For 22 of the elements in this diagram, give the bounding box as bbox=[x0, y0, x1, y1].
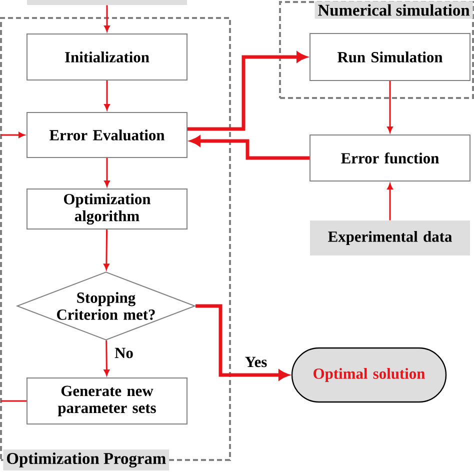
arrow bbox=[190, 136, 310, 160]
process-box: Error Evaluation bbox=[26, 112, 188, 158]
arrow bbox=[387, 183, 393, 220]
process-box: Run Simulation bbox=[310, 33, 470, 81]
process-box: Initialization bbox=[26, 34, 188, 80]
data-box: Experimental data bbox=[310, 220, 470, 256]
arrow bbox=[104, 340, 110, 376]
terminal-box: Optimal solution bbox=[291, 347, 447, 403]
arrow bbox=[1, 132, 25, 138]
arrow bbox=[387, 81, 393, 133]
arrow bbox=[196, 304, 289, 380]
input-box bbox=[27, 0, 187, 5]
process-box: Error function bbox=[310, 134, 470, 182]
arrow bbox=[188, 52, 307, 131]
edge-label: No bbox=[114, 346, 134, 360]
process-box: Generate new parameter sets bbox=[26, 378, 188, 424]
arrow bbox=[104, 230, 110, 270]
arrow bbox=[104, 158, 110, 187]
arrow bbox=[104, 80, 110, 110]
process-box: Optimization algorithm bbox=[26, 188, 188, 230]
arrow bbox=[104, 5, 110, 32]
edge-label: Yes bbox=[244, 356, 268, 368]
